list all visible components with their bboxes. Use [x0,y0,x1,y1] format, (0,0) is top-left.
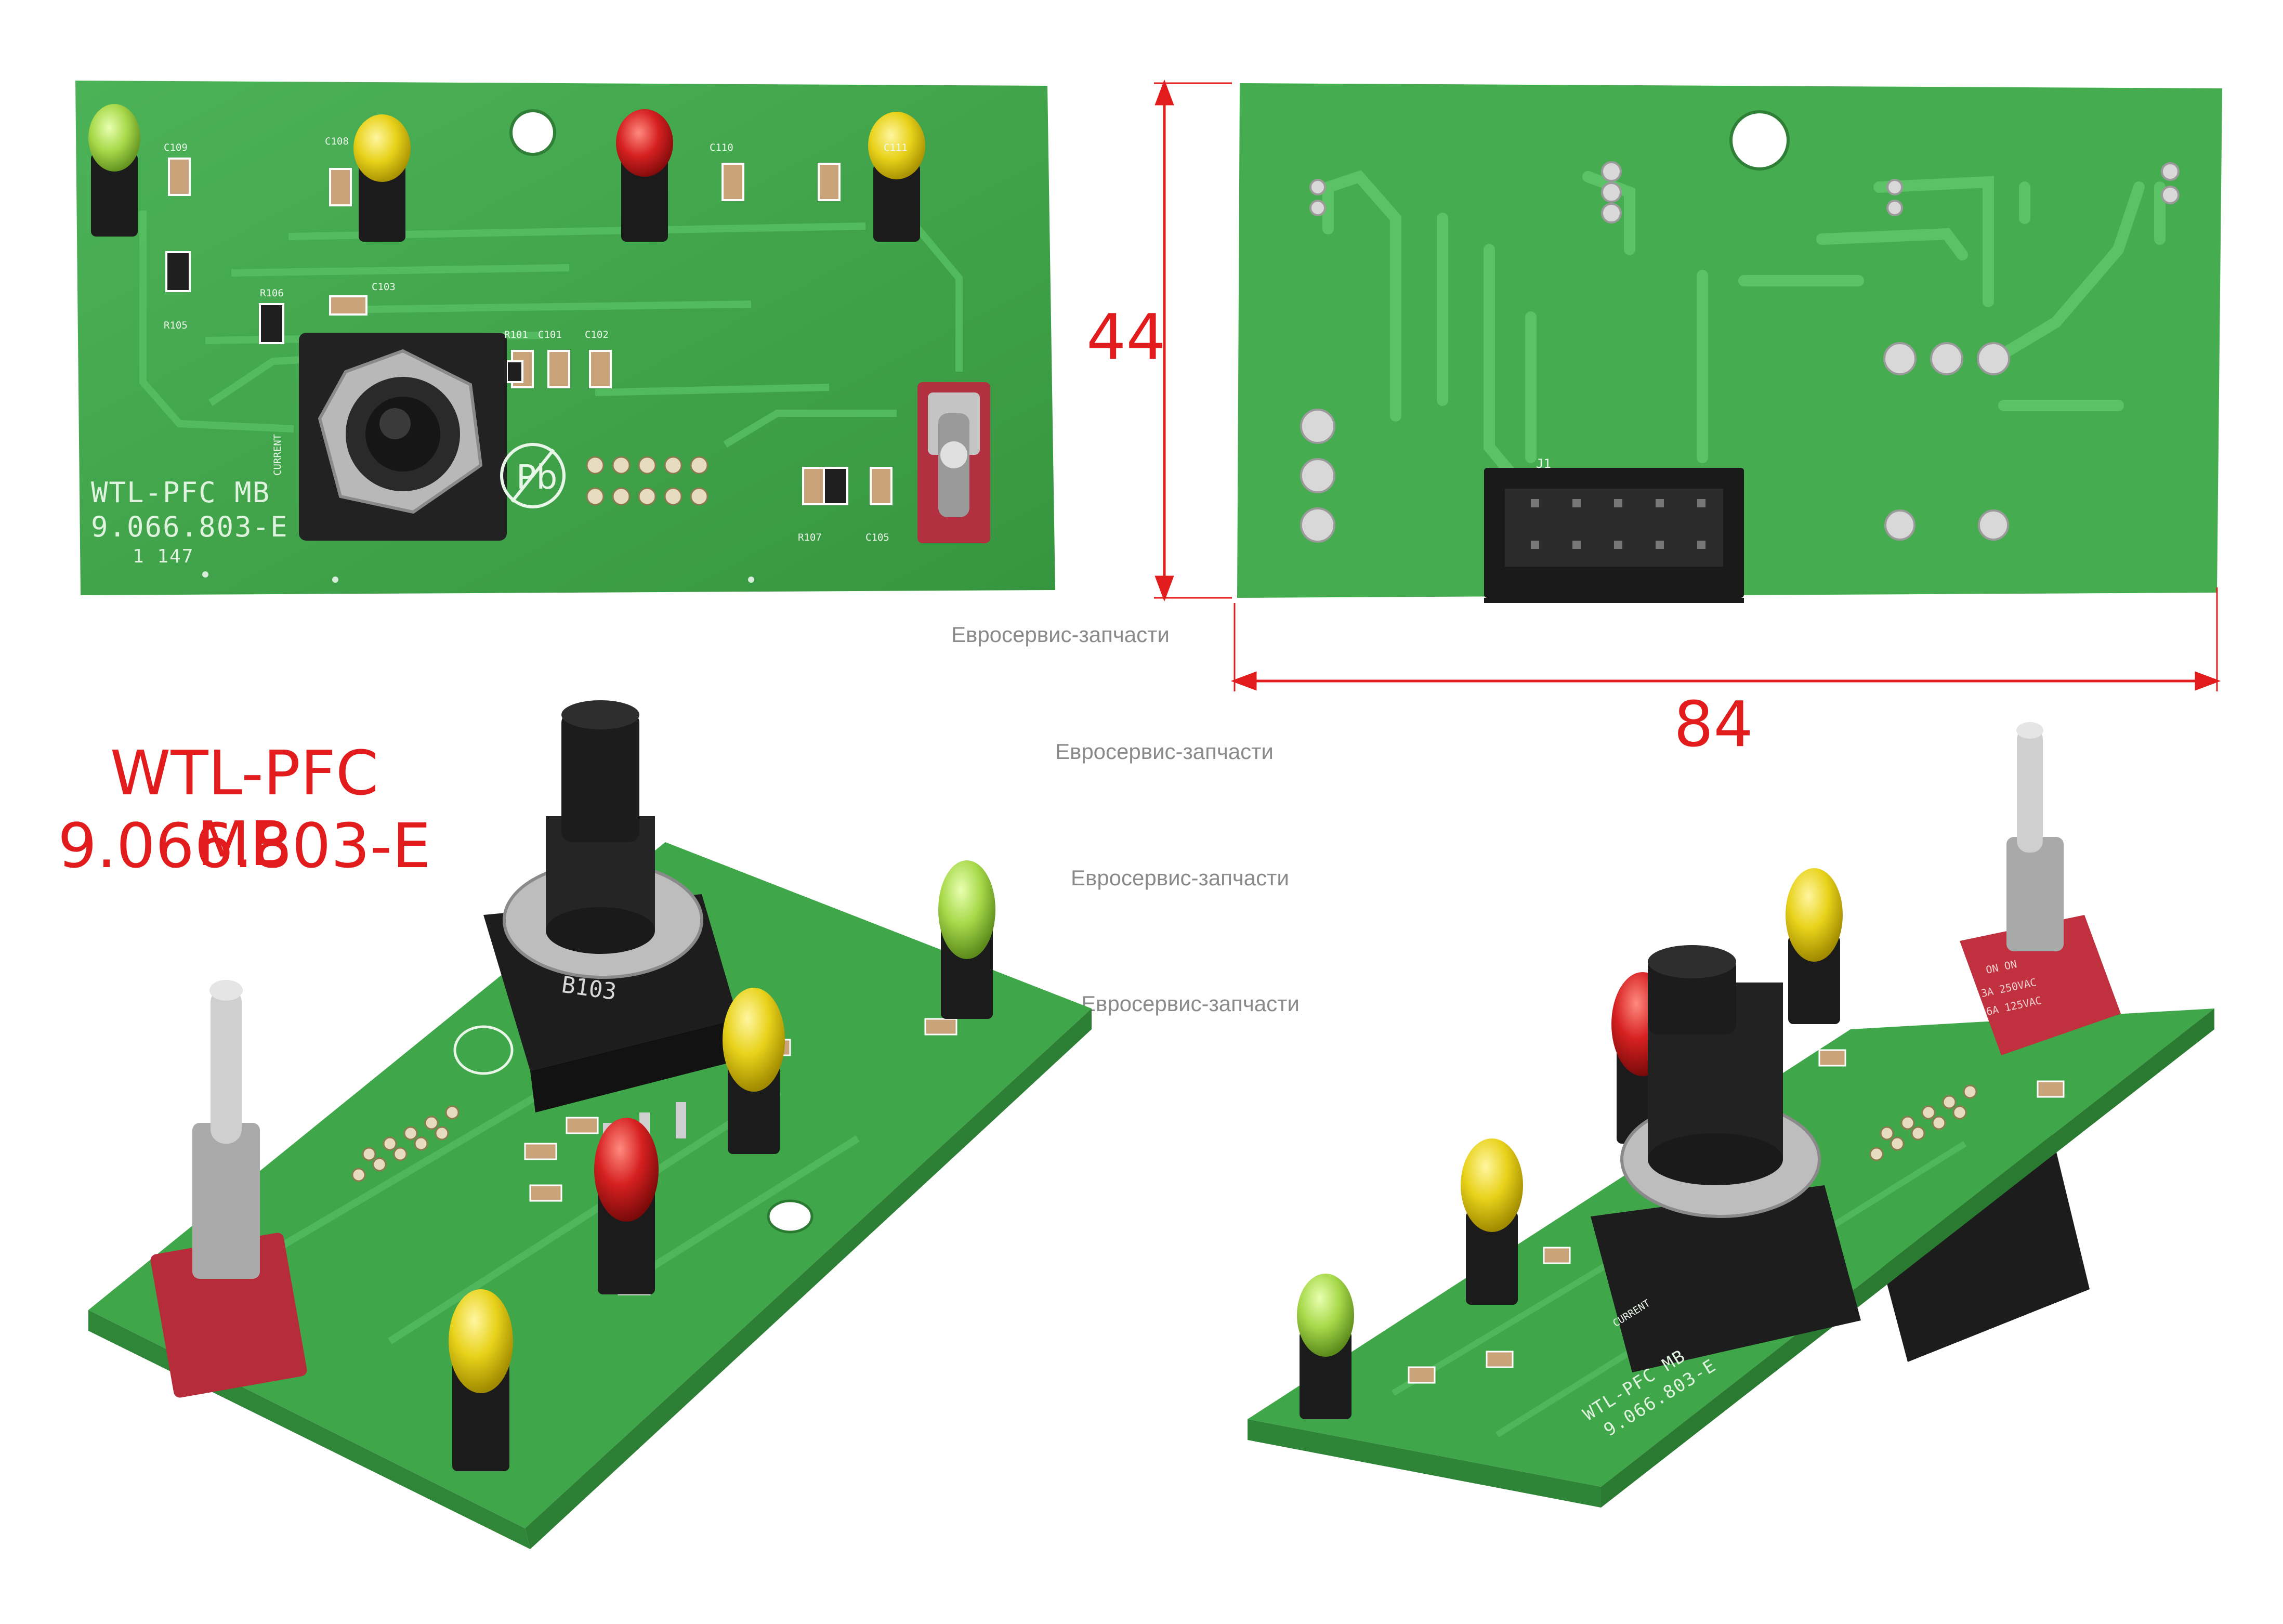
product-name-line2: 9.066.803-E [58,810,431,882]
angled-view-right: ON ON 3A 250VAC 6A 125VAC WTL-PFC MB 9.0… [1237,717,2251,1570]
front-silk-line3: 1 147 [133,546,194,567]
svg-text:Pb: Pb [516,459,557,497]
back-board-drawing [1237,83,2222,639]
label-c111: C111 [884,142,908,153]
front-board-photo: Pb WTL-PFC MB 9.066.803-E 1 147 CURRENT … [75,81,1063,600]
angled-view-left-drawing [88,700,1092,1549]
back-connector-j1 [1484,468,1744,639]
label-r107: R107 [798,532,822,543]
front-board-drawing: Pb [75,81,1055,595]
front-silk-line1: WTL-PFC MB [91,476,271,509]
angled-right-toggle-switch [1960,722,2121,1055]
watermark-2: Евросервис-запчасти [1055,739,1274,764]
front-potentiometer [299,333,507,541]
watermark-1: Евросервис-запчасти [951,622,1170,647]
label-c108: C108 [325,136,349,147]
angled-view-left: B103 [78,697,1092,1570]
label-c110: C110 [710,142,733,153]
product-name-line1: WTL-PFC MB [110,737,379,880]
angled-view-right-drawing [1248,722,2214,1508]
front-toggle-switch [917,382,990,543]
label-c102: C102 [585,329,609,340]
label-c105: C105 [865,532,889,543]
label-r101: R101 [504,329,528,340]
label-c109: C109 [164,142,188,153]
watermark-3: Евросервис-запчасти [1071,866,1289,890]
angled-right-potentiometer [1591,945,1861,1372]
label-c103: C103 [372,281,396,293]
front-pot-label: CURRENT [272,434,283,476]
watermark-4: Евросервис-запчасти [1081,991,1300,1016]
label-r105: R105 [164,320,188,331]
back-j1-label: J1 [1536,456,1551,471]
back-board-photo: J1 [1224,83,2238,639]
label-c101: C101 [538,329,562,340]
angled-left-potentiometer [483,700,738,1159]
angled-left-toggle-switch [150,980,307,1398]
label-r106: R106 [260,287,284,299]
width-dimension-label: 84 [1674,689,1753,761]
front-silk-line2: 9.066.803-E [91,510,288,543]
height-dimension-label: 44 [1086,302,1166,374]
front-led-green-1 [88,104,140,237]
